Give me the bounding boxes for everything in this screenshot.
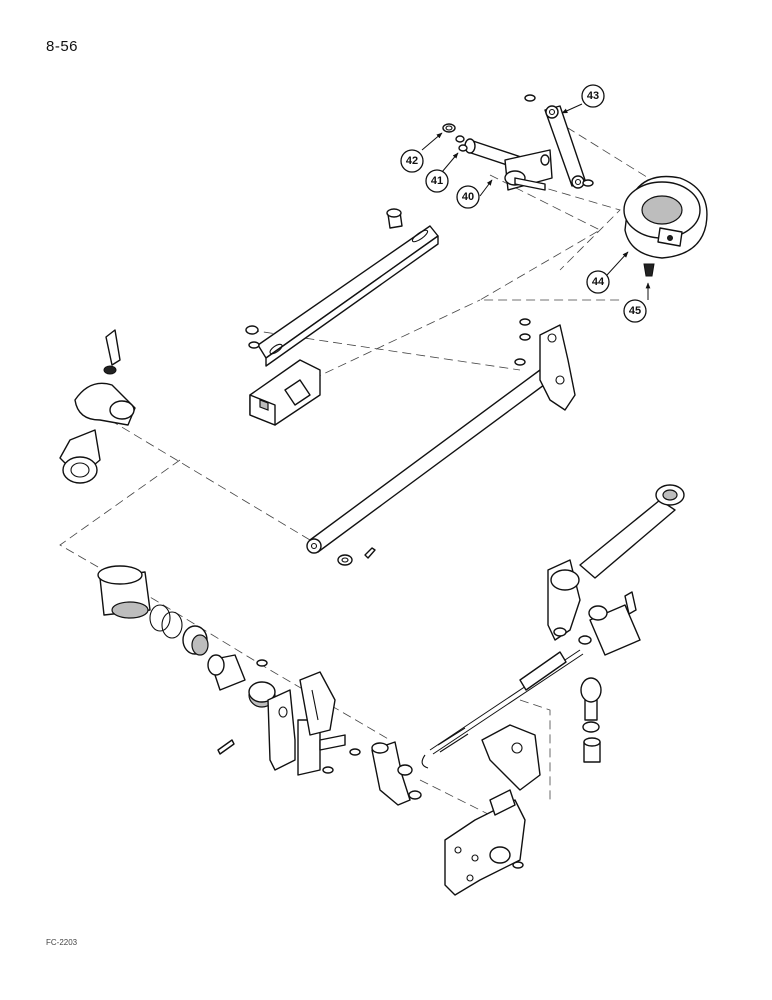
svg-text:40: 40 xyxy=(462,191,474,203)
callout-41: 41 xyxy=(425,169,449,193)
svg-text:42: 42 xyxy=(406,155,418,167)
lever-43 xyxy=(524,94,594,189)
shaft-lever xyxy=(547,559,581,641)
leader-lines xyxy=(421,103,651,300)
snap-rings xyxy=(149,604,183,639)
long-connecting-rod xyxy=(306,369,549,566)
pivot-bracket xyxy=(59,329,136,484)
small-pin xyxy=(217,739,235,755)
upper-slide-block xyxy=(249,359,321,426)
shaft-40 xyxy=(464,138,553,191)
bushing-stack xyxy=(182,625,276,708)
callout-43: 43 xyxy=(581,84,605,108)
svg-text:41: 41 xyxy=(431,175,443,187)
page-number: 8-56 xyxy=(46,38,79,55)
spring-rod xyxy=(421,635,592,769)
collar-44 xyxy=(623,175,708,259)
callout-42: 42 xyxy=(400,149,424,173)
figure-code: FC-2203 xyxy=(46,938,78,947)
detent-block xyxy=(481,724,541,791)
shift-fork xyxy=(371,741,422,806)
alignment-lines xyxy=(59,119,701,831)
washer-41 xyxy=(458,144,468,152)
snap-ring-42 xyxy=(442,123,465,143)
svg-text:45: 45 xyxy=(629,305,641,317)
upper-link-plate xyxy=(245,208,439,367)
pivot-pin xyxy=(588,591,641,656)
long-shaft xyxy=(579,484,685,579)
sleeve-bushing xyxy=(97,565,151,619)
callout-45: 45 xyxy=(623,299,647,323)
lower-bracket-plate xyxy=(256,659,361,776)
bolt-washer-nut xyxy=(580,677,602,763)
set-screw-45 xyxy=(643,263,655,277)
svg-text:44: 44 xyxy=(592,276,605,288)
base-bracket xyxy=(444,789,526,896)
bell-crank xyxy=(514,318,576,411)
callout-44: 44 xyxy=(586,270,610,294)
svg-text:43: 43 xyxy=(587,90,599,102)
callout-40: 40 xyxy=(456,185,480,209)
